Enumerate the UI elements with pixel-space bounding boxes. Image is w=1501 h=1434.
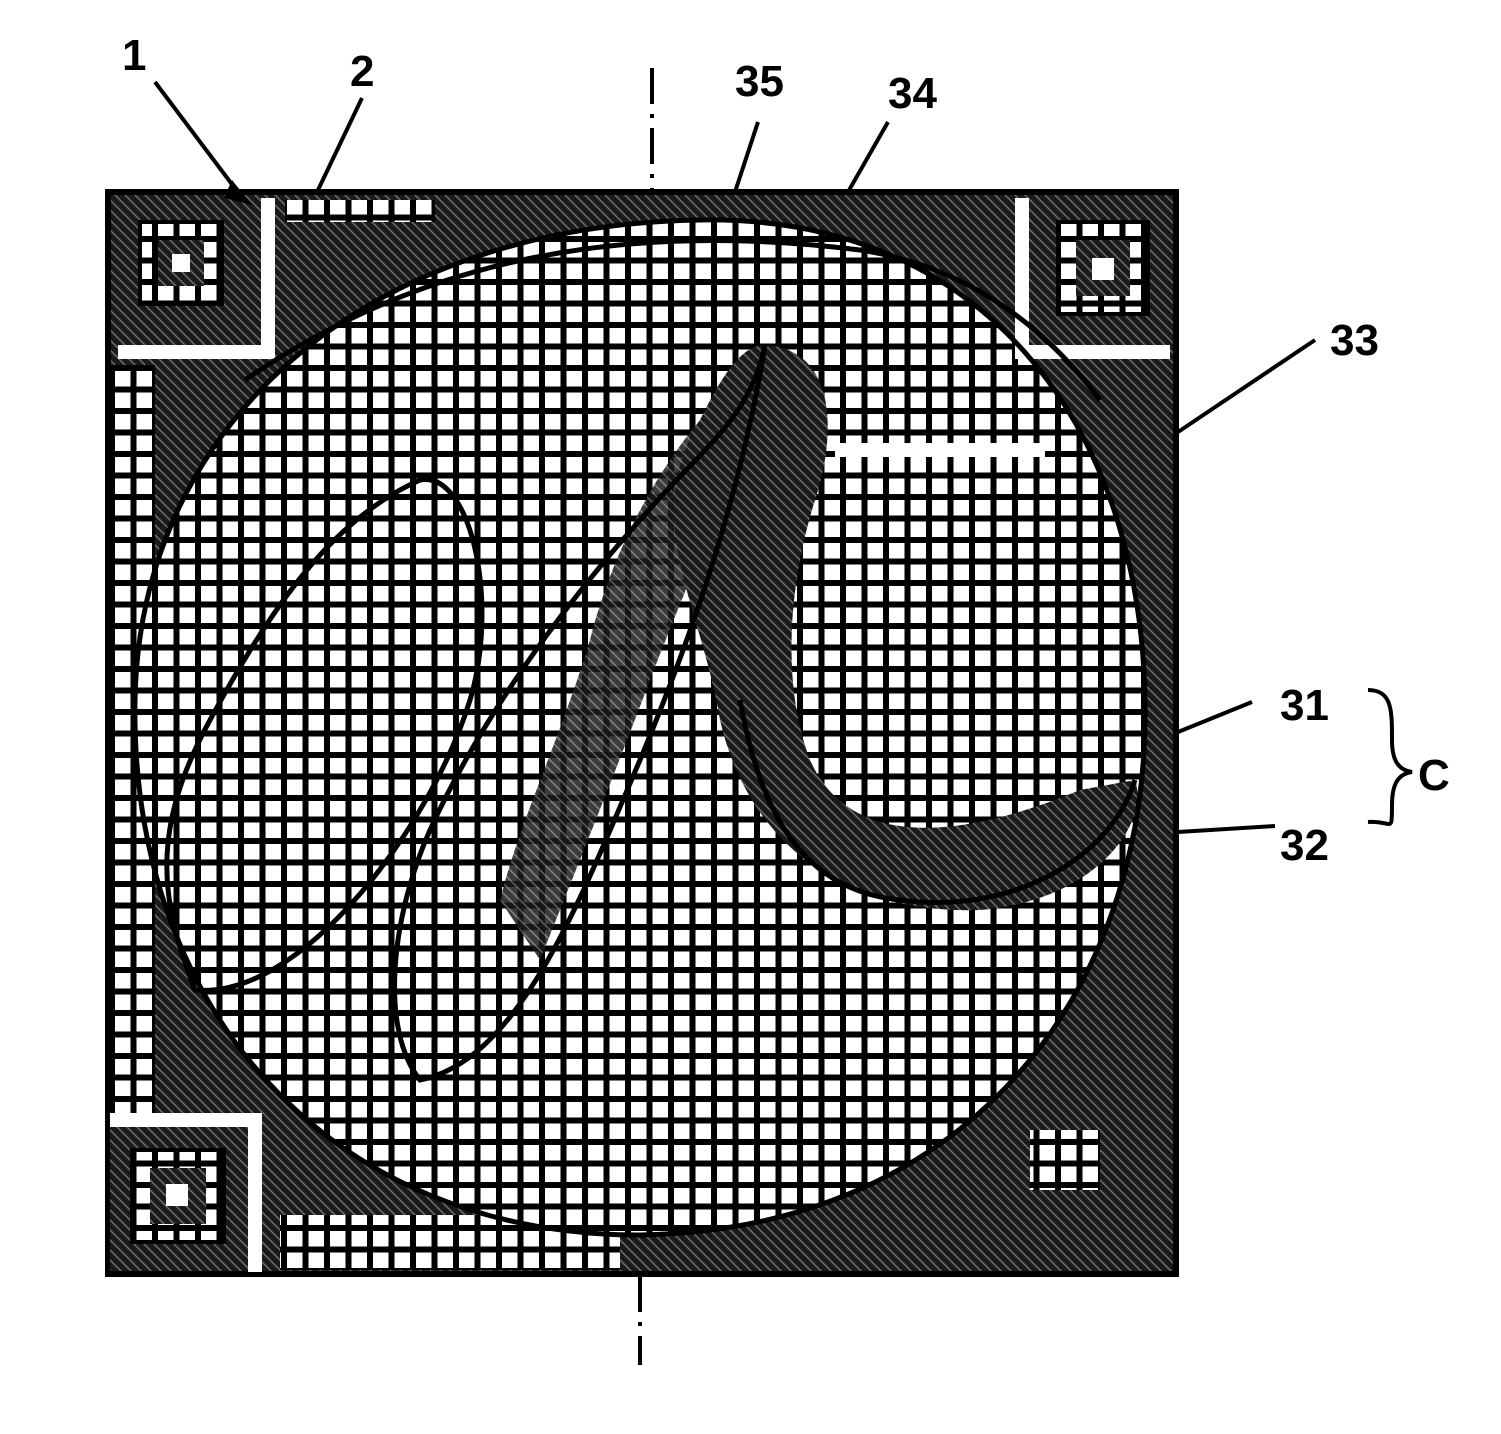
label-35: 35 <box>735 57 784 106</box>
label-c: C <box>1418 751 1450 800</box>
label-2: 2 <box>350 47 374 96</box>
light-ellipse-region <box>135 220 1145 1235</box>
label-1: 1 <box>122 31 146 80</box>
label-31: 31 <box>1280 681 1329 730</box>
label-34: 34 <box>888 69 937 118</box>
label-32: 32 <box>1280 821 1329 870</box>
label-33: 33 <box>1330 316 1379 365</box>
